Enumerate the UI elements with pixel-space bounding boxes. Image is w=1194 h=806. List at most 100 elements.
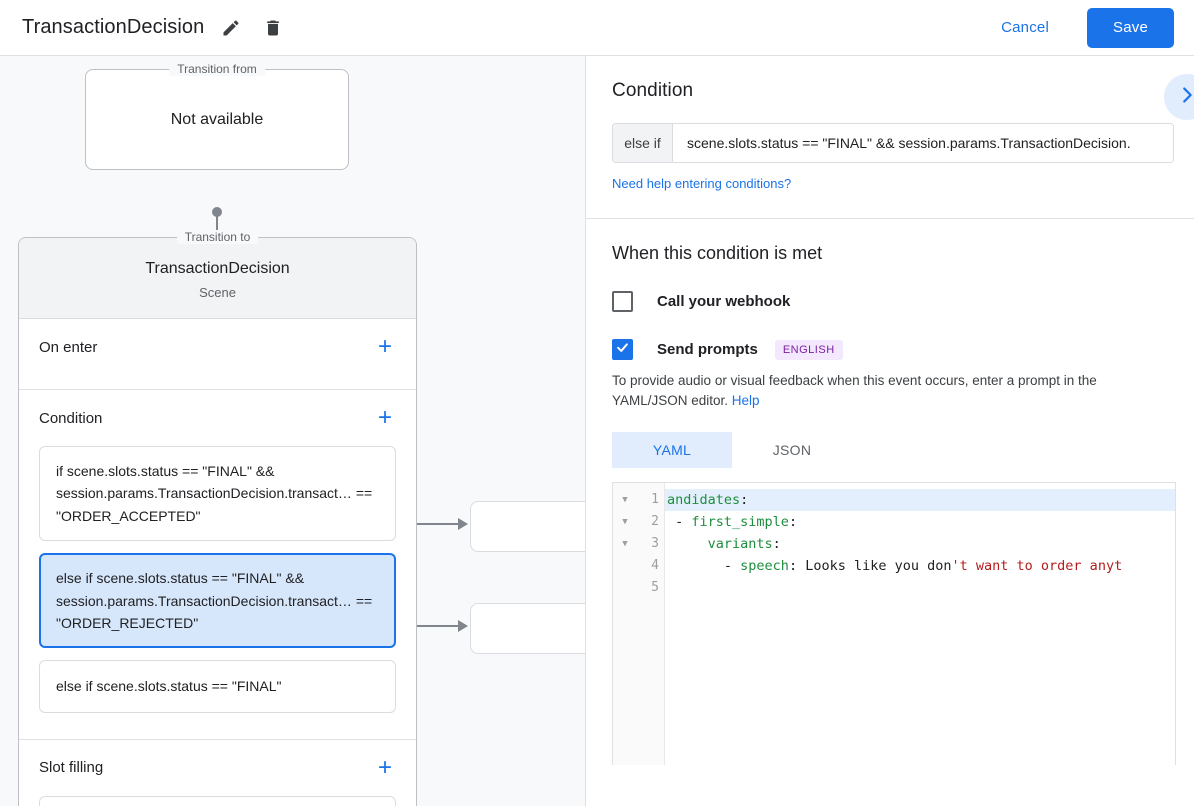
code-token: : [788, 557, 806, 574]
section-on-enter-head: On enter + [19, 319, 416, 375]
call-webhook-checkbox[interactable] [612, 291, 633, 312]
section-condition-head: Condition + [19, 390, 416, 446]
editor-code-area[interactable]: andidates: - first_simple: variants: - s… [665, 483, 1175, 765]
condition-list-item[interactable]: if scene.slots.status == "FINAL" && sess… [39, 446, 396, 542]
scene-card-header[interactable]: Transition to TransactionDecision Scene [19, 230, 416, 319]
transition-from-value: Not available [170, 110, 264, 128]
editor-code-line: variants: [665, 533, 1175, 555]
header-actions: Cancel Save [985, 7, 1194, 48]
condition-detail-pane: Condition else if Need help entering con… [586, 56, 1194, 806]
editor-code-line: - first_simple: [665, 511, 1175, 533]
section-condition-title: Condition [39, 409, 103, 427]
cancel-button[interactable]: Cancel [985, 9, 1065, 46]
send-prompts-label: Send prompts [657, 341, 758, 358]
main-body: Transition from Not available Transition… [0, 56, 1194, 806]
scene-graph-pane: Transition from Not available Transition… [0, 56, 586, 806]
editor-gutter-line: 5 [613, 577, 664, 599]
condition-list-item-selected[interactable]: else if scene.slots.status == "FINAL" &&… [39, 553, 396, 649]
target-node-rejected[interactable] [470, 603, 585, 654]
when-condition-met-block: When this condition is met Call your web… [586, 219, 1194, 765]
transition-from-legend: Transition from [169, 62, 265, 76]
edit-name-button[interactable] [216, 13, 246, 43]
pencil-icon [221, 18, 241, 38]
section-slot-filling-title: Slot filling [39, 759, 104, 777]
scene-type: Scene [199, 285, 236, 300]
section-condition: Condition + if scene.slots.status == "FI… [19, 390, 416, 740]
send-prompts-row: Send prompts ENGLISH [612, 339, 1168, 360]
code-token: first_simple [691, 513, 789, 530]
code-token: speech [740, 557, 789, 574]
slot-validation-item[interactable]: Slot validation [39, 795, 396, 806]
anchor-arrow-rejected-icon [458, 620, 468, 632]
anchor-line-rejected [398, 625, 460, 627]
tab-json[interactable]: JSON [772, 441, 812, 458]
scene-name: TransactionDecision [145, 260, 290, 277]
chevron-right-icon [1176, 84, 1194, 111]
add-on-enter-button[interactable]: + [377, 333, 392, 360]
line-number: 2 [651, 514, 659, 529]
editor-gutter-line: ▼2 [613, 511, 664, 533]
editor-code-line: andidates: [665, 488, 1175, 511]
condition-heading: Condition [612, 80, 694, 101]
code-token: : [788, 513, 798, 530]
code-token [667, 536, 708, 552]
expand-panel-button[interactable] [1164, 74, 1194, 120]
editor-gutter-line: 4 [613, 555, 664, 577]
editor-gutter-line: ▼3 [613, 533, 664, 555]
when-condition-met-heading: When this condition is met [612, 243, 823, 263]
editor-code-line [665, 577, 1175, 599]
condition-field[interactable]: else if [612, 123, 1174, 163]
scene-card: Transition to TransactionDecision Scene … [18, 230, 417, 806]
trash-icon [263, 18, 283, 38]
fold-arrow-icon[interactable]: ▼ [622, 494, 628, 505]
save-button[interactable]: Save [1087, 7, 1174, 48]
code-token: : [740, 491, 749, 508]
editor-gutter-line: ▼1 [613, 489, 664, 511]
send-prompts-description: To provide audio or visual feedback when… [612, 371, 1168, 412]
add-condition-button[interactable]: + [377, 404, 392, 431]
code-token: 't want to order anyt [951, 557, 1123, 574]
send-prompts-checkbox[interactable] [612, 339, 633, 360]
editor-format-tabs: YAML JSON [612, 431, 1168, 468]
language-badge: ENGLISH [774, 339, 843, 360]
anchor-line-accepted [398, 523, 460, 525]
editor-code-line: - speech: Looks like you don't want to o… [665, 555, 1175, 577]
line-number: 5 [651, 580, 659, 595]
code-token: - [667, 513, 692, 530]
send-prompts-description-text: To provide audio or visual feedback when… [612, 373, 1097, 409]
section-on-enter: On enter + [19, 319, 416, 390]
condition-expression-input[interactable] [673, 124, 1173, 162]
webhook-row: Call your webhook [612, 291, 1168, 312]
delete-button[interactable] [258, 13, 288, 43]
line-number: 1 [651, 492, 659, 507]
page-title: TransactionDecision [22, 16, 205, 38]
transition-from-node[interactable]: Transition from Not available [85, 62, 349, 170]
code-token: : [772, 535, 781, 552]
fold-arrow-icon[interactable]: ▼ [622, 538, 628, 549]
condition-block: Condition else if Need help entering con… [586, 56, 1194, 219]
condition-help-link[interactable]: Need help entering conditions? [612, 176, 792, 191]
code-token: Looks like you don [805, 557, 952, 574]
code-token: - [667, 557, 741, 574]
prompts-help-link[interactable]: Help [731, 393, 760, 409]
anchor-arrow-accepted-icon [458, 518, 468, 530]
checkmark-icon [615, 340, 630, 360]
target-node-accepted[interactable] [470, 501, 585, 552]
line-number: 4 [651, 558, 659, 573]
transition-to-legend: Transition to [176, 230, 259, 244]
section-slot-filling-head: Slot filling + [19, 740, 416, 796]
section-on-enter-title: On enter [39, 338, 98, 356]
condition-prefix-label: else if [613, 124, 673, 162]
line-number: 3 [651, 536, 659, 551]
fold-arrow-icon[interactable]: ▼ [622, 516, 628, 527]
code-token: andidates [667, 491, 741, 508]
tab-yaml[interactable]: YAML [612, 431, 732, 468]
call-webhook-label: Call your webhook [657, 293, 791, 310]
condition-list-item[interactable]: else if scene.slots.status == "FINAL" [39, 660, 396, 713]
add-slot-filling-button[interactable]: + [377, 753, 392, 781]
section-slot-filling: Slot filling + Slot validation [19, 740, 416, 806]
app-header: TransactionDecision Cancel Save [0, 0, 1194, 56]
code-token: variants [707, 535, 773, 552]
